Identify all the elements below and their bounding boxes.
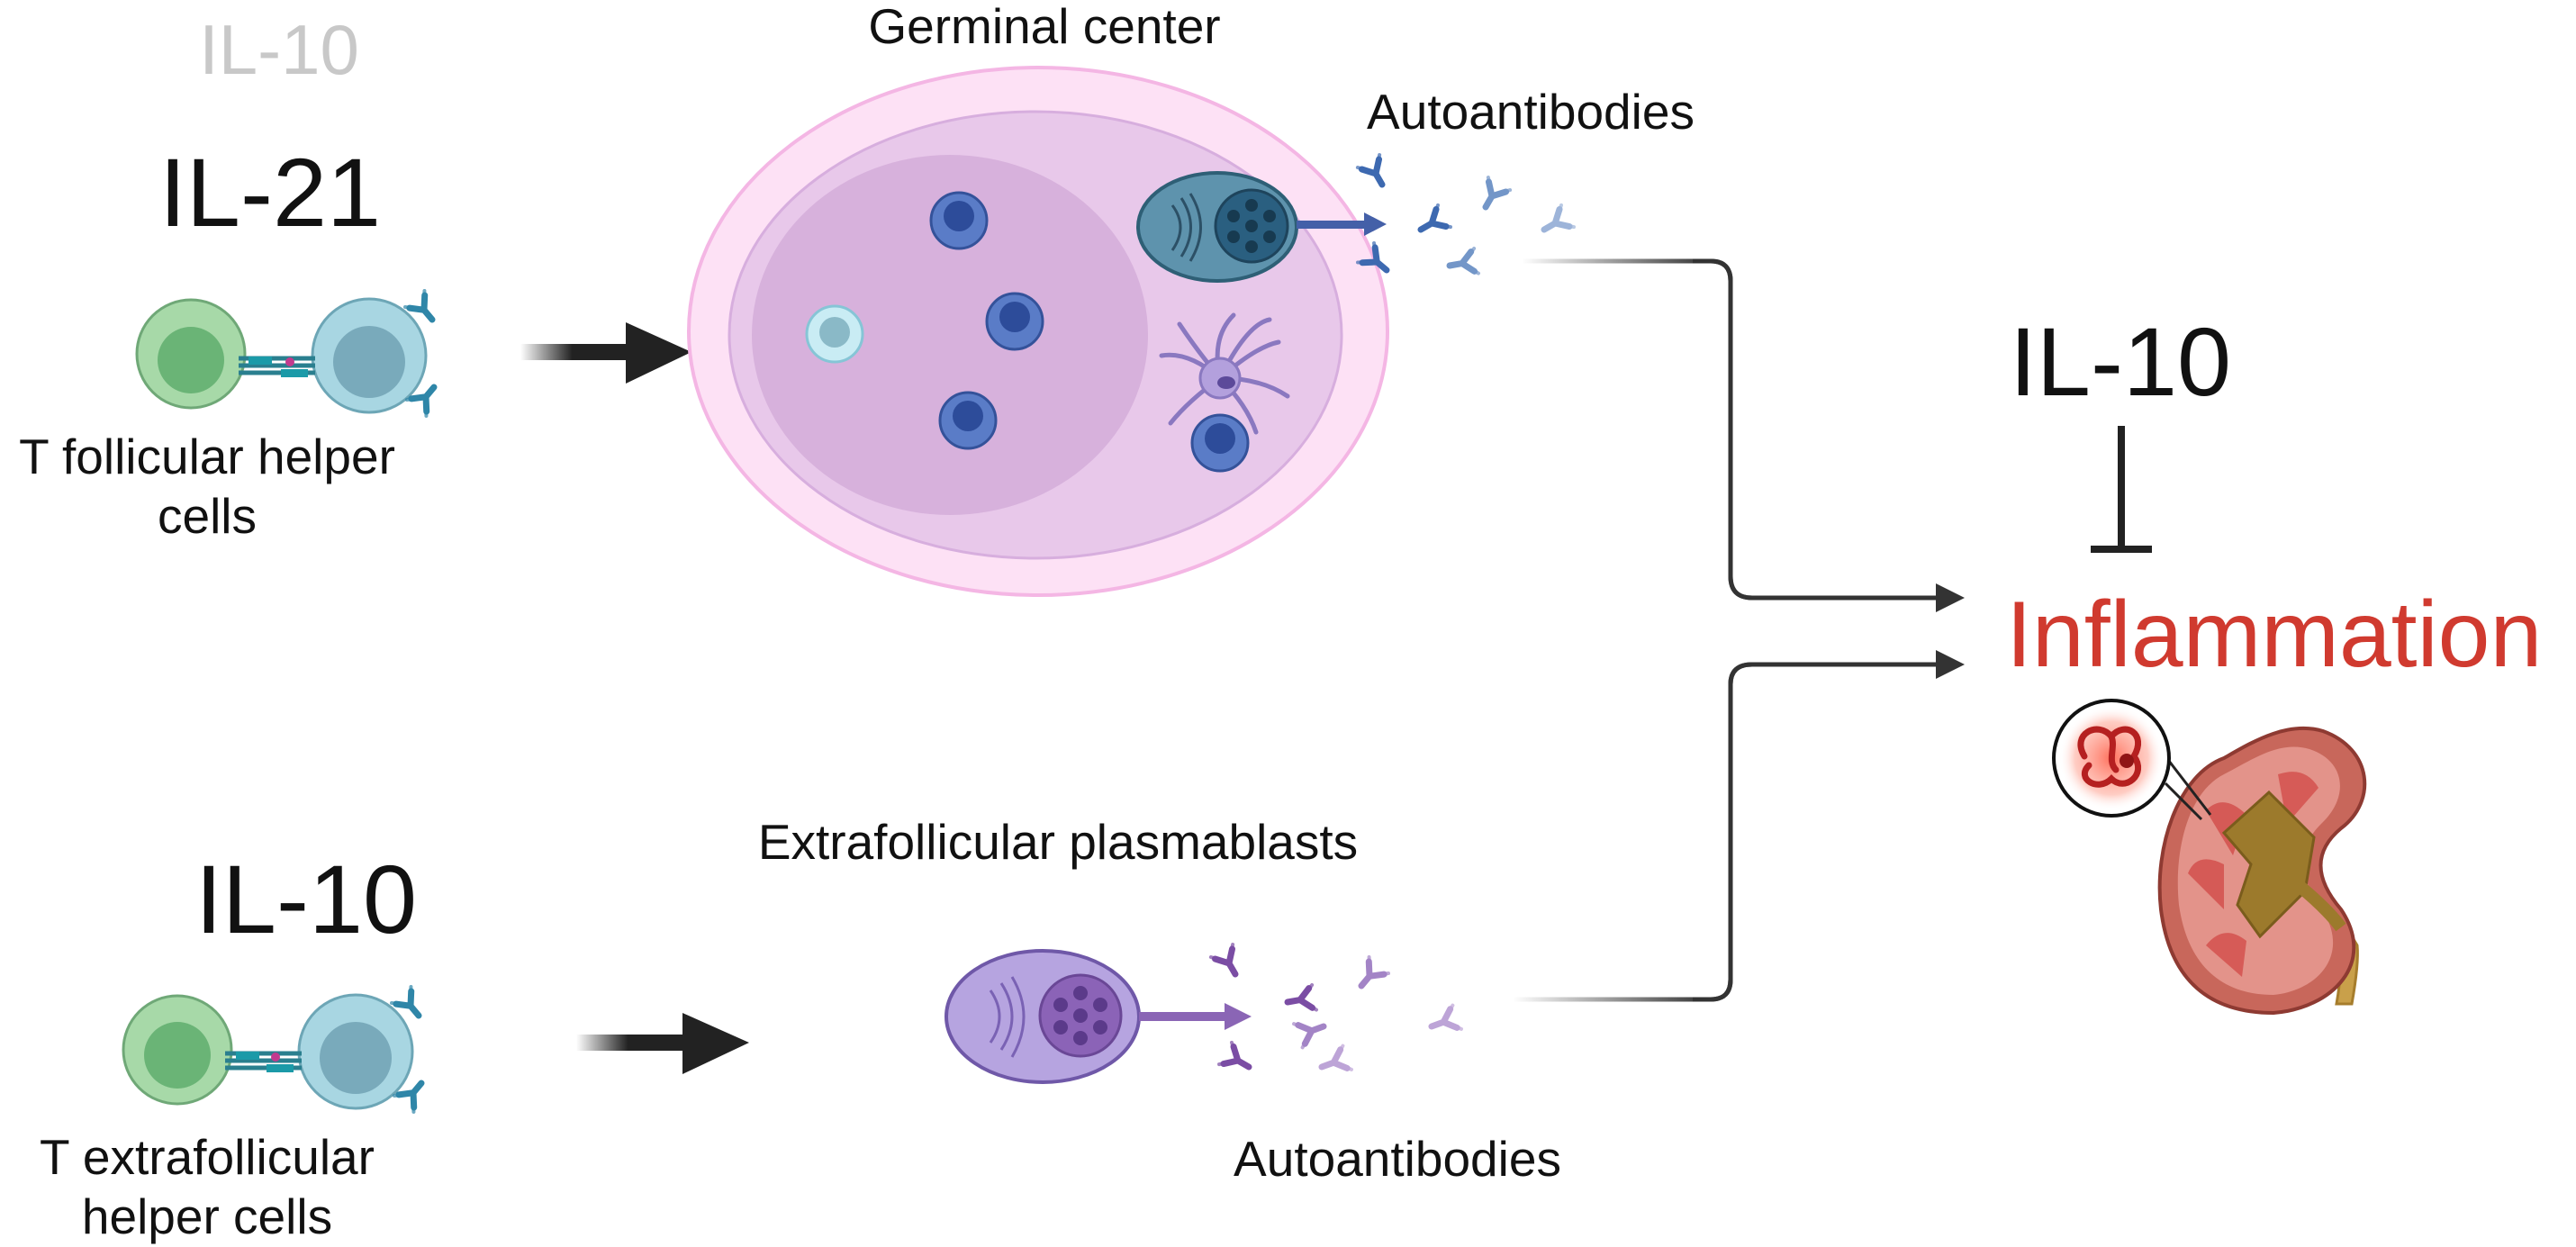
connector-bottom-arrowhead (1936, 650, 1965, 679)
glomerulus-icon (2052, 699, 2212, 821)
arrow-bottom (576, 1013, 749, 1074)
germinal-center (687, 66, 1389, 597)
il10-faded-label: IL-10 (199, 10, 359, 89)
inhibition-symbol (2091, 426, 2152, 553)
tefh-b-cell-pair-bottom (122, 987, 431, 1112)
plasma-cell-icon (1136, 171, 1298, 283)
il21-label: IL-21 (158, 138, 382, 247)
connector-top-arrowhead (1936, 583, 1965, 612)
connector-bottom (1513, 662, 1936, 1002)
b-cell-icon (1190, 413, 1250, 473)
arrow-top (520, 322, 691, 384)
dendritic-cell-icon (1159, 312, 1290, 435)
plasma-arrow-bottom (1139, 1003, 1252, 1030)
inflammation-label: Inflammation (2006, 583, 2543, 687)
plasma-arrow-top (1297, 212, 1387, 236)
germinal-center-label: Germinal center (868, 0, 1221, 54)
il10-right-label: IL-10 (2009, 307, 2232, 416)
tfh-label-line1: T follicular helper (19, 429, 395, 484)
il10-lower-label: IL-10 (194, 845, 418, 953)
b-cell-icon (929, 191, 989, 250)
autoantibodies-top-label: Autoantibodies (1367, 84, 1695, 140)
tefh-label-line2: helper cells (81, 1188, 333, 1244)
tefh-label-line1: T extrafollicular (40, 1129, 375, 1185)
plasmablast (945, 949, 1141, 1084)
b-cell-icon (985, 292, 1044, 351)
autoantibodies-bottom-label: Autoantibodies (1234, 1131, 1561, 1187)
b-cell-icon (938, 391, 998, 450)
extrafollicular-plasmablasts-label: Extrafollicular plasmablasts (757, 814, 1359, 870)
tfh-label-line2: cells (157, 488, 258, 544)
kidney-icon (2157, 726, 2367, 1016)
tfh-b-cell-pair-top (135, 291, 444, 416)
naive-cell-icon (805, 304, 864, 364)
antibodies-bottom (1211, 944, 1461, 1079)
